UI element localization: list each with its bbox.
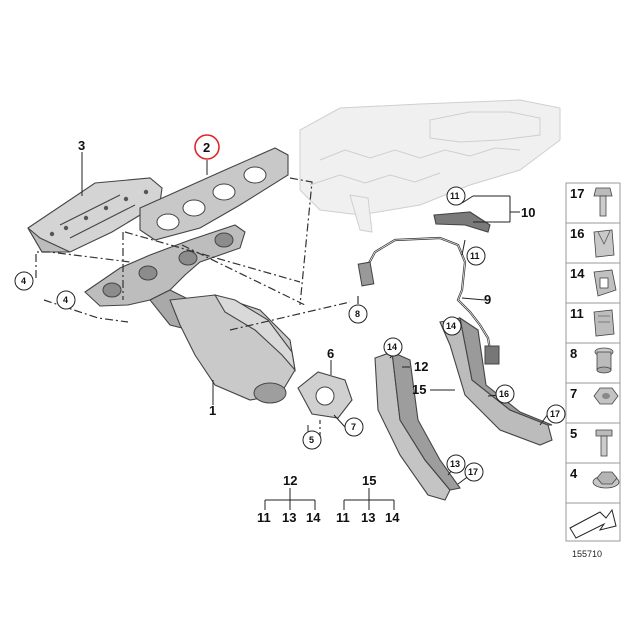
group-15-item: 13 [361,510,375,525]
group-15-item: 11 [336,510,350,525]
group-12-item: 14 [306,510,321,525]
legend-label: 7 [570,386,577,401]
callout-circle-17b [464,462,484,482]
bolt-icon [593,187,613,217]
support-bracket-15-part [439,316,553,446]
legend-label: 11 [570,306,584,321]
flange-nut-icon [592,471,620,489]
callout-circle-4b [56,290,76,310]
legend-label: 17 [570,186,584,201]
assembly-lines [35,177,359,440]
callout-circle-11b [466,246,486,266]
arrow-icon [569,508,617,539]
callout-11a: 11 [450,191,460,201]
legend-label: 8 [570,346,577,361]
callout-17b: 17 [468,467,478,477]
callout-circle-11a [446,186,466,206]
callout-14b: 14 [446,321,456,331]
group-15-item: 14 [385,510,400,525]
callout-4b: 4 [63,295,68,305]
diagram-id: 155710 [572,549,602,559]
flange-gasket-part [297,371,353,419]
callout-circle-14a [383,337,403,357]
clip-nut-icon [593,309,615,337]
group-15-head: 15 [362,473,376,488]
callout-17a: 17 [550,409,560,419]
callout-circle-13 [446,454,466,474]
callout-circle-4a [14,271,34,291]
callout-9: 9 [484,292,491,307]
callout-circle-16 [495,384,515,404]
callout-10: 10 [521,205,535,220]
callout-5: 5 [309,435,314,445]
exhaust-manifold-catalyst-part [84,224,296,404]
callout-3: 3 [78,138,85,153]
callout-circle-8 [348,304,368,324]
group-12-item: 11 [257,510,271,525]
callout-12: 12 [414,359,428,374]
callout-circle-7 [344,417,364,437]
group-12-head: 12 [283,473,297,488]
callout-14a: 14 [387,342,397,352]
clamp-icon [593,269,617,297]
fastener-legend: 17 16 14 11 8 7 5 4 [565,182,621,542]
legend-cell [565,222,621,264]
callout-6: 6 [327,346,334,361]
plug-icon [594,347,614,374]
callout-7: 7 [351,422,356,432]
callout-circle-17a [546,404,566,424]
legend-label: 14 [570,266,585,281]
engine-block-ghost [299,99,561,233]
legend-label: 5 [570,426,577,441]
oxygen-sensor-part [357,236,500,365]
clip-icon [593,229,615,258]
callout-16: 16 [499,389,509,399]
callout-8: 8 [355,309,360,319]
legend-label: 4 [570,466,578,481]
callout-11b: 11 [470,251,480,261]
callout-2: 2 [203,140,210,155]
manifold-gasket-part [139,147,289,241]
callout-15: 15 [412,382,426,397]
callout-circle-5 [302,430,322,450]
bracket-part [433,211,491,233]
callout-1: 1 [209,403,216,418]
screw-icon [595,429,613,457]
highlight-circle [194,134,220,160]
callout-circle-14b [442,316,462,336]
nut-icon [593,387,619,405]
group-tree-15 [343,488,395,510]
callout-4a: 4 [21,276,26,286]
group-tree-12 [264,488,316,510]
group-12-item: 13 [282,510,296,525]
support-bracket-part [374,351,461,501]
callout-13: 13 [450,459,460,469]
legend-label: 16 [570,226,584,241]
